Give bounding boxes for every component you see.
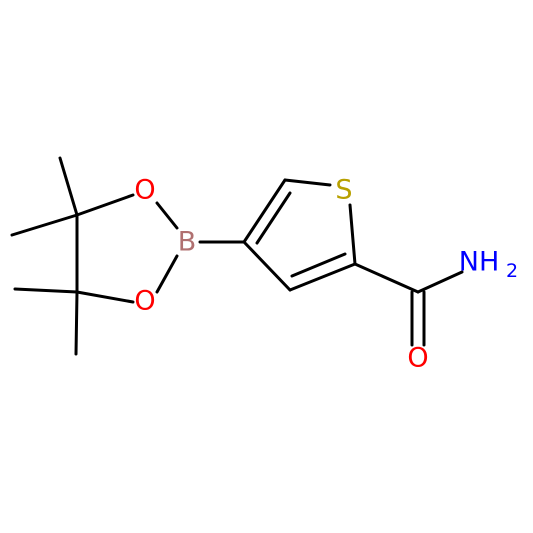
atom-label-o2: O	[134, 286, 155, 317]
bond-s-c2	[348, 203, 357, 266]
bond-c4-c5-double	[255, 191, 292, 245]
bond-methyl-1	[58, 156, 79, 217]
bond-methyl-2	[10, 213, 79, 237]
atom-label-o1: O	[134, 175, 155, 206]
bond-c3-c4	[242, 240, 292, 292]
bond-o2-b	[155, 254, 179, 294]
atom-label-o-carbonyl: O	[407, 343, 428, 374]
atom-label-b: B	[178, 227, 197, 258]
bond-methyl-3	[13, 287, 79, 294]
bond-c4-c5	[242, 178, 287, 244]
bond-c2-ccarbonyl	[353, 262, 420, 294]
bond-c-o1	[75, 193, 135, 217]
bond-c5-s	[283, 178, 332, 187]
atom-label-s: S	[335, 175, 352, 206]
atom-label-nh2: NH	[459, 247, 500, 278]
bond-ccarbonyl-n	[416, 270, 464, 294]
bond-c-o2	[75, 290, 135, 304]
atom-label-nh2-subscript: 2	[506, 260, 518, 282]
bond-methyl-4	[74, 290, 79, 356]
bond-c2-c3	[288, 262, 357, 292]
bond-o1-b	[155, 201, 179, 230]
bond-c2-c3-double	[290, 252, 347, 278]
